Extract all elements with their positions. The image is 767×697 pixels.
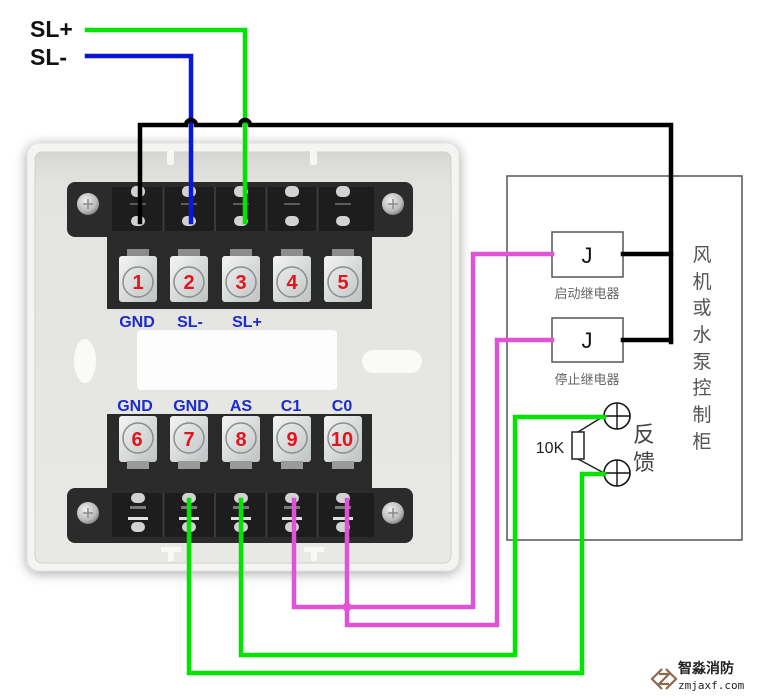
terminal-label-2: SL- [177, 314, 203, 331]
cabinet-title-char: 柜 [692, 431, 711, 453]
watermark-url: zmjaxf.com [678, 679, 745, 692]
wire-c0-to-stop-relay[interactable] [344, 337, 555, 628]
terminal-number: 9 [286, 429, 297, 451]
cabinet-title-char: 控 [692, 377, 711, 399]
terminal-8[interactable]: 8 [222, 416, 260, 469]
resistor-icon [571, 431, 585, 460]
top-terminal-bar [67, 182, 413, 237]
terminal-label-7: GND [173, 398, 209, 415]
terminal-10[interactable]: 10 [324, 416, 362, 469]
screw-icon [122, 266, 154, 298]
terminal-9[interactable]: 9 [273, 416, 311, 469]
terminal-1[interactable]: 1 [119, 249, 157, 302]
screw-icon [327, 266, 359, 298]
feedback-label-char: 反 [633, 423, 655, 448]
screw-icon [225, 422, 257, 454]
resistor-label: 10K [536, 440, 565, 457]
screw-icon [276, 422, 308, 454]
cabinet-title-char: 机 [692, 271, 711, 293]
top-terminal-block: 1 2 3 4 5 [107, 233, 372, 309]
wire-gnd-to-relays[interactable] [137, 117, 674, 345]
relay-symbol: J [582, 328, 593, 353]
watermark-logo-icon [650, 668, 678, 690]
screw-icon [173, 266, 205, 298]
wires [84, 27, 674, 676]
terminal-label-10: C0 [332, 398, 353, 415]
terminal-7[interactable]: 7 [170, 416, 208, 469]
control-cabinet: J 启动继电器 J 停止继电器 风 机 或 水 泵 控 制 柜 10K [506, 175, 743, 541]
screw-icon [173, 422, 205, 454]
relay-symbol: J [582, 243, 593, 268]
wire-gnd-to-feedback[interactable] [186, 471, 607, 676]
terminal-number: 8 [235, 429, 246, 451]
terminal-4[interactable]: 4 [273, 249, 311, 302]
bus-label-sl-plus: SL+ [30, 16, 73, 42]
screw-icon [327, 422, 359, 454]
terminal-6[interactable]: 6 [119, 416, 157, 469]
bar-screw-icon [77, 193, 99, 215]
terminal-2[interactable]: 2 [170, 249, 208, 302]
wire-sl-minus[interactable] [84, 53, 194, 225]
cabinet-title-char: 或 [692, 297, 711, 319]
bar-screw-icon [382, 193, 404, 215]
plate-tab [167, 150, 174, 165]
wire-junction-dot [342, 602, 352, 612]
terminal-number: 6 [131, 429, 142, 451]
screw-icon [276, 266, 308, 298]
start-relay-caption: 启动继电器 [554, 287, 619, 302]
bus-label-sl-minus: SL- [30, 44, 67, 70]
terminal-number: 10 [331, 429, 353, 451]
feedback-terminal-lower-icon [603, 459, 631, 487]
terminal-3[interactable]: 3 [222, 249, 260, 302]
watermark: 智淼消防 zmjaxf.com [650, 660, 745, 692]
terminal-number: 3 [235, 272, 246, 294]
terminal-5[interactable]: 5 [324, 249, 362, 302]
terminal-label-1: GND [119, 314, 155, 331]
terminal-label-3: SL+ [232, 314, 262, 331]
terminal-label-9: C1 [281, 398, 302, 415]
plate-tab [310, 150, 317, 165]
terminal-label-8: AS [230, 398, 253, 415]
cabinet-title-char: 泵 [692, 351, 711, 373]
stop-relay-caption: 停止继电器 [554, 372, 619, 388]
bar-screw-icon [77, 502, 99, 524]
feedback-circuit: 10K 反 馈 [536, 402, 655, 487]
terminal-number: 7 [183, 429, 194, 451]
terminal-number: 1 [132, 272, 143, 294]
terminal-number: 2 [183, 272, 194, 294]
terminal-number: 4 [286, 272, 298, 294]
terminal-label-6: GND [117, 398, 153, 415]
cabinet-title-char: 水 [692, 324, 711, 346]
bar-screw-icon [382, 502, 404, 524]
screw-icon [225, 266, 257, 298]
cabinet-outline [506, 175, 743, 541]
cabinet-title-char: 制 [692, 404, 711, 426]
feedback-label-char: 馈 [633, 451, 655, 476]
feedback-terminal-upper-icon [603, 402, 631, 430]
mounting-slot-left [74, 339, 96, 383]
cabinet-title: 风 机 或 水 泵 控 制 柜 [692, 244, 711, 453]
bottom-terminal-block: 6 7 8 9 10 [107, 414, 372, 490]
plate-tab [304, 547, 324, 561]
watermark-name: 智淼消防 [677, 660, 734, 677]
label-window [137, 330, 337, 390]
cabinet-title-char: 风 [692, 244, 711, 266]
wire-sl-plus[interactable] [84, 27, 248, 225]
mounting-slot-right [362, 350, 422, 373]
screw-icon [122, 422, 154, 454]
plate-tab [161, 547, 181, 561]
wire-c1-to-start-relay[interactable] [291, 251, 555, 610]
terminal-number: 5 [337, 272, 348, 294]
wire-as-to-feedback[interactable] [238, 414, 607, 658]
